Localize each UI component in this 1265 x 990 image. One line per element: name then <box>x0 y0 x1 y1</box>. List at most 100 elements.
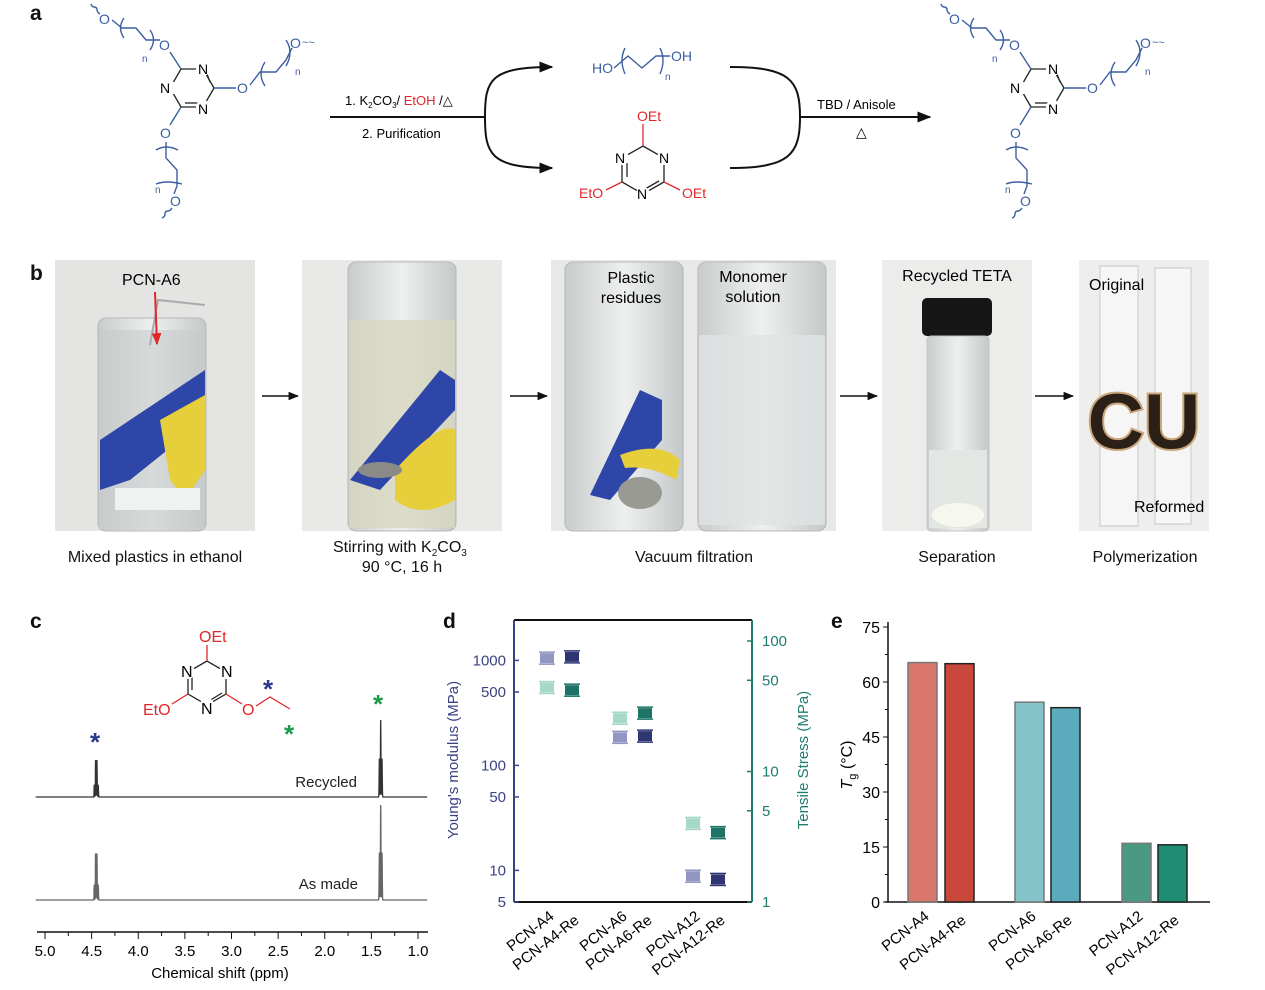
split-arrow-top <box>484 61 554 118</box>
x-tick-label: 3.5 <box>174 943 195 960</box>
monomer-solution-label-1: Monomer <box>719 269 787 286</box>
spectrum-label: As made <box>299 876 358 893</box>
cu-logo: CU <box>1088 377 1201 465</box>
bar-pcn-a6-re <box>1050 706 1081 903</box>
x-tick-label: 1.5 <box>361 943 382 960</box>
x-tick-label: 1.0 <box>408 943 429 960</box>
bar-pcn-a12-re <box>1157 844 1188 903</box>
x-tick-label: 4.5 <box>81 943 102 960</box>
x-tick-label: 5.0 <box>35 943 56 960</box>
stress-point <box>637 706 653 720</box>
modulus-point <box>710 872 726 887</box>
y-axis-title: Tg (°C) <box>839 741 859 790</box>
red-pointer-arrow <box>151 291 162 346</box>
y-tick-label: 45 <box>862 730 880 747</box>
right-tick-label: 5 <box>762 803 770 820</box>
svg-text:n: n <box>665 72 671 83</box>
bar-pcn-a6 <box>1014 701 1045 903</box>
triethoxy-triazine-nmr: N N N OEt EtO O <box>143 629 291 719</box>
modulus-point <box>685 869 701 883</box>
right-tick-label: 1 <box>762 894 770 911</box>
modulus-point <box>539 651 555 665</box>
reaction-step-1: 1. K2CO3/ EtOH /△ <box>345 93 453 110</box>
panel-label-e: e <box>831 610 843 633</box>
recycled-teta-label: Recycled TETA <box>902 268 1012 285</box>
atom-o: O <box>290 35 301 51</box>
caption-vacuum-filtration: Vacuum filtration <box>635 549 753 566</box>
ch3-marker-star: * <box>284 719 295 749</box>
plastic-residues-label-2: residues <box>601 290 661 307</box>
ch3-peak-star: * <box>373 689 384 719</box>
ch2-peak-star: * <box>90 727 101 757</box>
svg-text:N: N <box>659 150 669 166</box>
left-tick-label: 1000 <box>473 652 506 669</box>
bar-pcn-a4-re <box>944 662 975 903</box>
left-tick-label: 500 <box>481 684 506 701</box>
caption-conditions: 90 °C, 16 h <box>362 559 442 576</box>
svg-text:HO: HO <box>592 60 613 76</box>
caption-stirring: Stirring with K2CO3 <box>333 539 467 559</box>
polymer-network-structure: N N N O n O O n O ~~ O n O <box>90 3 315 219</box>
reformed-polymer-structure <box>940 3 1166 219</box>
merge-bracket <box>729 66 802 169</box>
heat-symbol: △ <box>856 124 867 140</box>
modulus-point <box>612 730 628 745</box>
left-tick-label: 50 <box>489 789 506 806</box>
atom-o: O <box>237 80 248 96</box>
atom-n: N <box>160 80 170 96</box>
original-label: Original <box>1089 277 1144 294</box>
svg-text:O: O <box>242 702 254 719</box>
y-tick-label: 15 <box>862 840 880 857</box>
atom-n: N <box>198 101 208 117</box>
reaction-step-2: 2. Purification <box>362 126 441 141</box>
photo-reformed-films: CU <box>1079 260 1209 531</box>
x-tick-label: 4.0 <box>128 943 149 960</box>
svg-text:OH: OH <box>671 48 692 64</box>
caption-mixed-plastics: Mixed plastics in ethanol <box>68 549 242 566</box>
modulus-point <box>637 729 653 743</box>
bar-pcn-a12 <box>1121 842 1152 903</box>
caption-separation: Separation <box>918 549 995 566</box>
panel-label-c: c <box>30 610 42 633</box>
svg-text:OEt: OEt <box>199 629 227 646</box>
svg-text:EtO: EtO <box>579 185 603 201</box>
photo-mixed-plastics <box>55 260 255 532</box>
svg-text:N: N <box>221 664 233 681</box>
svg-text:N: N <box>637 186 647 202</box>
photo-recycled-teta <box>882 260 1032 532</box>
spectrum-as-made <box>35 804 428 901</box>
atom-o: O <box>160 125 171 141</box>
monomer-solution-label-2: solution <box>725 289 780 306</box>
right-tick-label: 50 <box>762 672 779 689</box>
svg-text:OEt: OEt <box>682 185 706 201</box>
atom-o: O <box>170 193 181 209</box>
atom-o: O <box>159 37 170 53</box>
photo-vacuum-filtration <box>551 260 836 532</box>
stress-point <box>539 680 555 695</box>
stress-point <box>685 816 701 831</box>
split-arrow-bottom <box>484 116 554 174</box>
panel-label-a: a <box>30 2 42 25</box>
ch2-marker-star: * <box>263 674 274 704</box>
atom-o: O <box>99 11 110 27</box>
reformed-label: Reformed <box>1134 499 1204 516</box>
svg-text:N: N <box>615 150 625 166</box>
svg-text:OEt: OEt <box>637 108 661 124</box>
x-axis-title: Chemical shift (ppm) <box>151 965 289 982</box>
right-axis-title: Tensile Stress (MPa) <box>795 691 812 829</box>
right-tick-label: 10 <box>762 764 779 781</box>
triethoxy-triazine: N N N OEt EtO OEt <box>579 108 706 202</box>
x-tick-label: 3.0 <box>221 943 242 960</box>
left-tick-label: 5 <box>498 894 506 911</box>
plastic-residues-label-1: Plastic <box>607 270 654 287</box>
atom-n: N <box>198 61 208 77</box>
y-tick-label: 0 <box>871 895 880 912</box>
repeat-n: n <box>295 67 301 78</box>
pcn-a6-label: PCN-A6 <box>122 272 181 289</box>
modulus-point <box>564 650 580 664</box>
panel-label-d: d <box>443 610 456 633</box>
